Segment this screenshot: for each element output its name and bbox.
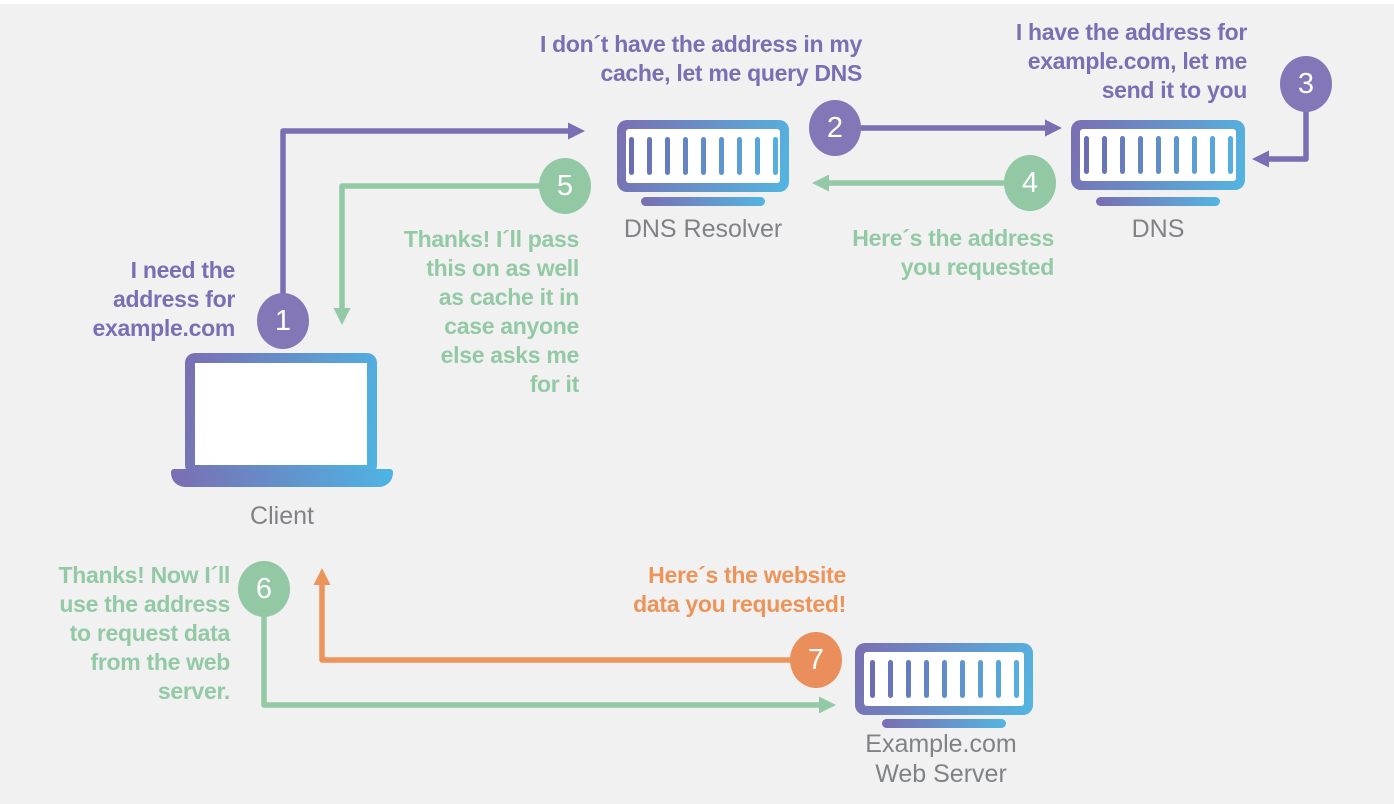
step-4-message: Here´s the address you requested — [852, 225, 1054, 280]
step-5-message: Thanks! I´ll pass this on as well as cac… — [403, 226, 579, 397]
step-6-message: Thanks! Now I´ll use the address to requ… — [58, 562, 230, 704]
web-server-label: Example.com Web Server — [865, 730, 1017, 788]
dns-label: DNS — [1131, 215, 1185, 243]
web-server-stand — [882, 719, 1006, 728]
step-2-badge: 2 — [809, 100, 861, 156]
server-bars — [1080, 129, 1236, 181]
step-2-message: I don´t have the address in my cache, le… — [539, 31, 862, 86]
arrow-7-head — [313, 568, 331, 585]
step-4-badge: 4 — [1004, 155, 1056, 211]
client-laptop-icon — [185, 353, 377, 475]
step-3-message: I have the address for example.com, let … — [1015, 19, 1247, 103]
step-1-badge: 1 — [257, 293, 309, 349]
dns-server-icon — [1071, 120, 1245, 190]
client-label: Client — [250, 502, 314, 530]
dns-resolver-label: DNS Resolver — [623, 215, 783, 243]
top-strip — [0, 0, 1394, 4]
server-bars — [864, 652, 1024, 706]
arrow-4-head — [812, 174, 829, 192]
step-6-badge: 6 — [238, 561, 290, 617]
laptop-base — [171, 469, 393, 487]
laptop-screen — [195, 363, 367, 465]
step-7-message: Here´s the website data you requested! — [633, 562, 846, 617]
server-bars — [626, 129, 780, 183]
arrow-1-head — [568, 122, 585, 140]
step-7-badge: 7 — [790, 632, 842, 688]
arrow-5-head — [333, 308, 351, 325]
web-server-icon — [855, 643, 1033, 715]
step-3-badge: 3 — [1280, 56, 1332, 112]
step-1-message: I need the address for example.com — [92, 257, 236, 341]
arrow-6-head — [819, 696, 836, 714]
arrow-3-head — [1252, 150, 1269, 168]
dns-resolver-server-icon — [617, 120, 789, 192]
dns-resolver-stand — [641, 197, 765, 206]
step-5-badge: 5 — [539, 158, 591, 214]
dns-stand — [1096, 197, 1220, 206]
arrow-2-head — [1045, 119, 1062, 137]
